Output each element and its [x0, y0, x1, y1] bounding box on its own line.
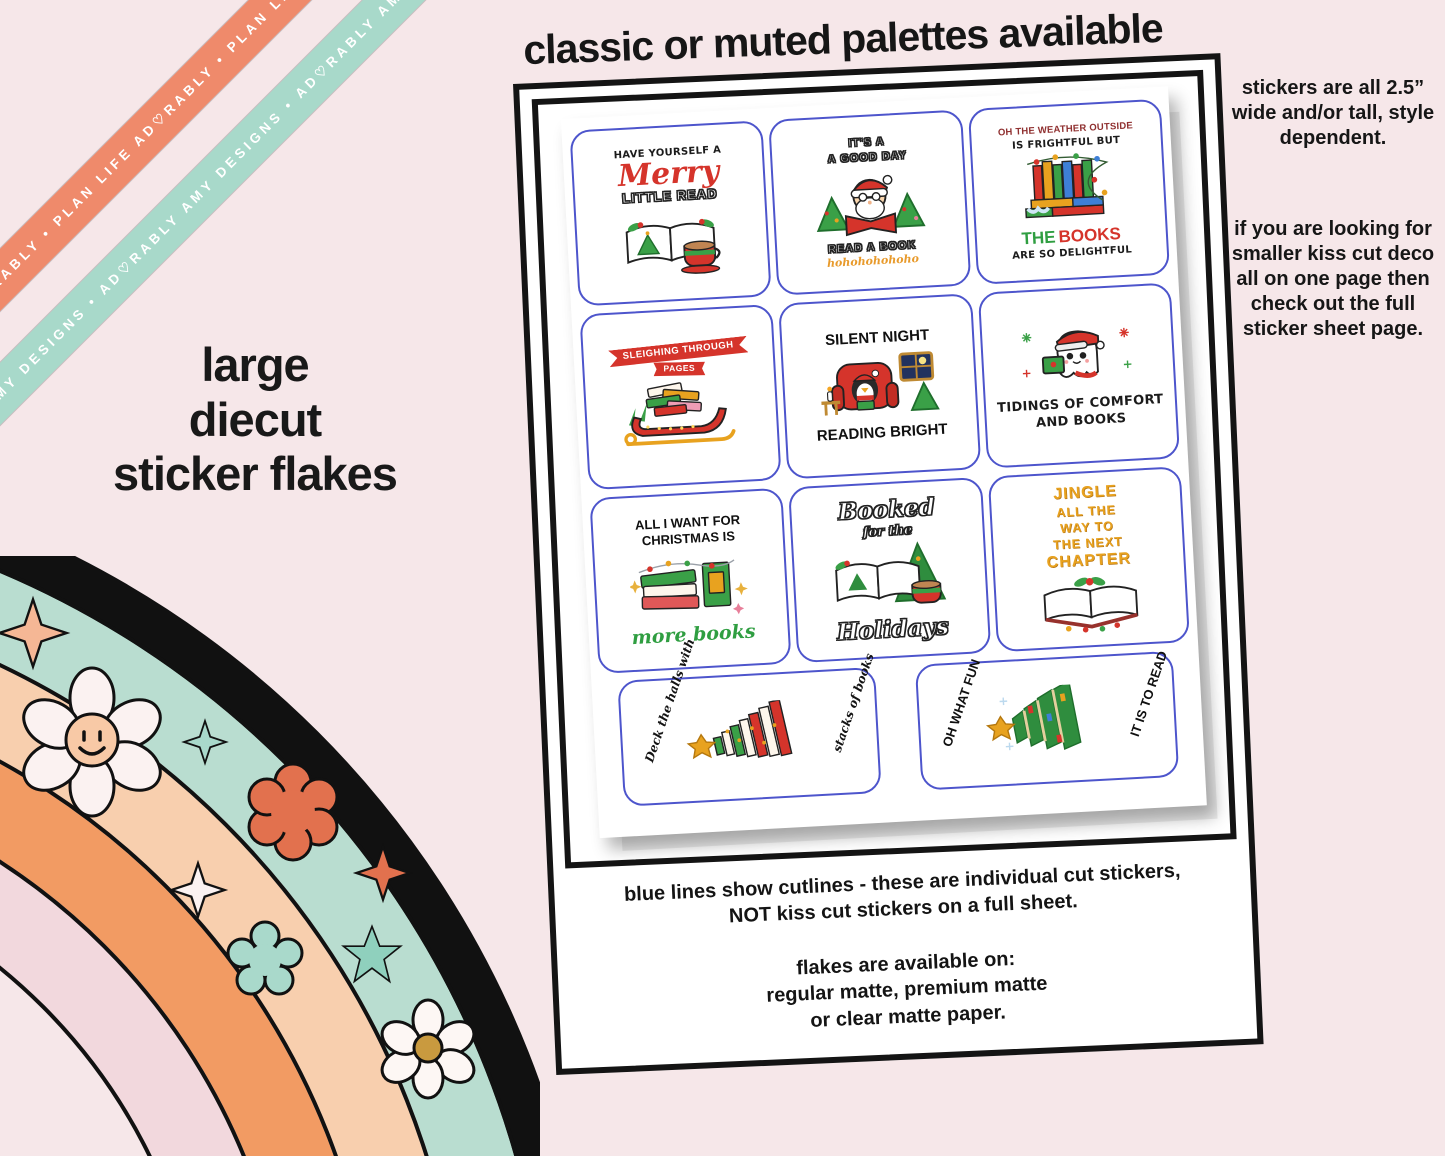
- book-tree-mug-art: [827, 540, 953, 616]
- green-book-tree-art: [974, 679, 1120, 760]
- sticker-side-text: OH WHAT FUN: [939, 656, 984, 749]
- sticker-text: Holidays: [836, 613, 950, 647]
- santa-art: [811, 165, 929, 241]
- book-holly-art: [1029, 571, 1154, 636]
- sticker-text: SILENT NIGHT: [824, 326, 930, 350]
- peach-sparkle: [0, 595, 71, 671]
- book-tree-star-art: [677, 698, 823, 776]
- bookstack-art: [1010, 150, 1128, 226]
- sticker-text: WAY TO: [1059, 518, 1115, 536]
- sticker-side-text: IT IS TO READ: [1127, 648, 1171, 738]
- sticker-text-line: for the: [862, 522, 913, 541]
- sticker-text: THE NEXT: [1052, 534, 1124, 553]
- sticker-text-line: A GOOD DAY: [827, 149, 908, 166]
- sticker-text: IT'S A: [848, 136, 886, 151]
- sticker-text: A GOOD DAY: [827, 149, 908, 166]
- ghost-art: [1015, 321, 1141, 397]
- sticker-text: CHRISTMAS IS: [641, 528, 736, 549]
- sticker-text-line: Merry: [617, 153, 721, 194]
- sticker-text-line: hohohohohoho: [826, 252, 920, 271]
- sticker-text-line: SLEIGHING THROUGH: [608, 339, 748, 363]
- sticker-text: LITTLE READ: [621, 185, 718, 206]
- sticker-text-line: ALL THE: [1056, 503, 1116, 520]
- book-mug-art: [614, 205, 732, 281]
- sticker-text-line: WAY TO: [1060, 519, 1114, 536]
- product-heading: large diecut sticker flakes: [50, 338, 460, 502]
- coral-sparkle: [352, 842, 414, 904]
- sticker-text-line: CHRISTMAS IS: [641, 528, 736, 550]
- sticker-text: Booked: [837, 493, 936, 526]
- product-heading-line2: diecut: [188, 392, 322, 446]
- rainbow-decoration: [0, 556, 540, 1156]
- sticker-deck-the-halls-stacks-of-books: Deck the halls with stacks of books: [617, 636, 882, 807]
- sticker-text: BOOKS: [1058, 223, 1122, 247]
- books-lights-art: [628, 547, 754, 623]
- sticker-side-text: stacks of books: [829, 651, 877, 754]
- card-note-paper: flakes are available on: regular matte, …: [569, 936, 1244, 1044]
- sticker-silent-night-reading-bright: SILENT NIGHT READING BRIGHT: [778, 293, 982, 480]
- product-heading-line3: sticker flakes: [113, 447, 398, 501]
- sticker-text-line: LITTLE READ: [621, 185, 718, 207]
- sticker-text: PAGES: [653, 361, 705, 376]
- sticker-text-line: PAGES: [653, 360, 705, 376]
- smiley-daisy-flower: [22, 666, 162, 818]
- sticker-last-row: Deck the halls with stacks of books OH WHA…: [599, 636, 1197, 808]
- sticker-text-line: Holidays: [836, 613, 950, 647]
- sleigh-art: [619, 376, 745, 452]
- coral-flower: [247, 762, 339, 862]
- sticker-text: THE: [1021, 227, 1057, 249]
- teal-flower: [226, 920, 304, 996]
- sticker-text: READING BRIGHT: [816, 420, 949, 445]
- sticker-text-line: THE NEXT: [1053, 534, 1123, 552]
- sticker-text-line: JINGLE: [1053, 483, 1118, 504]
- sticker-text: Merry: [617, 153, 721, 194]
- sticker-text-line: Booked: [837, 493, 936, 526]
- sticker-text: JINGLE: [1052, 482, 1118, 504]
- sticker-text-line: CHAPTER: [1046, 550, 1131, 572]
- note-kiss-cut: if you are looking for smaller kiss cut …: [1231, 218, 1435, 340]
- sticker-text: ALL THE: [1056, 502, 1117, 520]
- white-sparkle: [167, 859, 229, 921]
- sticker-text-line: IT'S A: [848, 136, 886, 151]
- product-heading-line1: large: [201, 338, 309, 391]
- sticker-text-line: READING BRIGHT: [816, 420, 949, 446]
- sticker-text: hohohohohoho: [826, 252, 920, 271]
- sticker-oh-what-fun-it-is-to-read: OH WHAT FUN IT IS TO READ: [914, 648, 1180, 791]
- right-notes: stickers are all 2.5” wide and/or tall, …: [1226, 76, 1440, 342]
- sticker-text-line: SILENT NIGHT: [824, 326, 930, 350]
- sticker-side-text: Deck the halls with: [642, 636, 698, 765]
- teal-sparkle: [181, 718, 229, 766]
- gold-center-daisy: [380, 998, 476, 1100]
- sticker-text-line: AND BOOKS: [1035, 411, 1127, 431]
- note-sticker-size: stickers are all 2.5” wide and/or tall, …: [1231, 77, 1435, 149]
- card-notes: blue lines show cutlines - these are ind…: [566, 855, 1244, 1044]
- sticker-text: CHAPTER: [1046, 549, 1132, 572]
- card-note-cutlines: blue lines show cutlines - these are ind…: [566, 855, 1240, 937]
- penguin-art: [817, 348, 943, 424]
- sticker-text: AND BOOKS: [1035, 411, 1127, 431]
- teal-star: [341, 924, 403, 984]
- sticker-text: for the: [862, 522, 913, 541]
